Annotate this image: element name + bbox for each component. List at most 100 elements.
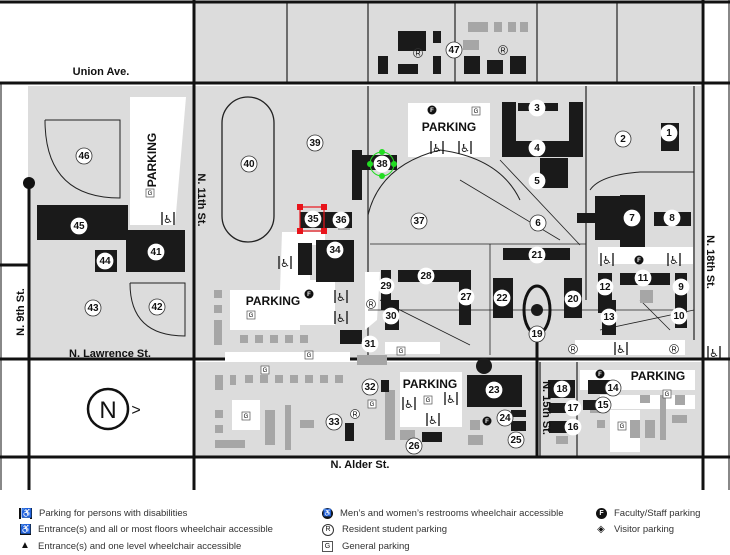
building-marker-circle[interactable]: [528, 139, 546, 157]
building-marker-40[interactable]: 40: [240, 155, 258, 173]
building-marker-circle[interactable]: [457, 288, 475, 306]
building-marker-circle[interactable]: [147, 243, 165, 261]
resize-handle[interactable]: [297, 204, 303, 210]
building-marker-32[interactable]: 32: [361, 378, 379, 396]
building-marker-circle[interactable]: [614, 130, 632, 148]
building-marker-circle[interactable]: [361, 378, 379, 396]
building-marker-30[interactable]: 30: [382, 307, 400, 325]
building-marker-45[interactable]: 45: [70, 217, 88, 235]
building-marker-46[interactable]: 46: [75, 147, 93, 165]
resize-handle[interactable]: [321, 228, 327, 234]
resize-handle[interactable]: [321, 204, 327, 210]
building-marker-circle[interactable]: [528, 325, 546, 343]
building-marker-circle[interactable]: [493, 289, 511, 307]
building-marker-20[interactable]: 20: [564, 290, 582, 308]
building-marker-5[interactable]: 5: [528, 172, 546, 190]
building-marker-13[interactable]: 13: [600, 308, 618, 326]
building-marker-15[interactable]: 15: [594, 396, 612, 414]
building-marker-39[interactable]: 39: [306, 134, 324, 152]
building-marker-33[interactable]: 33: [325, 413, 343, 431]
building-marker-circle[interactable]: [672, 278, 690, 296]
building-marker-14[interactable]: 14: [604, 379, 622, 397]
building-marker-circle[interactable]: [564, 290, 582, 308]
building-marker-18[interactable]: 18: [553, 380, 571, 398]
building-marker-circle[interactable]: [84, 299, 102, 317]
building-marker-circle[interactable]: [148, 298, 166, 316]
resize-handle[interactable]: [297, 228, 303, 234]
building-marker-circle[interactable]: [75, 147, 93, 165]
building-marker-47[interactable]: 47: [445, 41, 463, 59]
building-marker-23[interactable]: 23: [485, 381, 503, 399]
building-marker-38[interactable]: 38: [373, 155, 391, 173]
building-marker-10[interactable]: 10: [670, 307, 688, 325]
building-marker-circle[interactable]: [604, 379, 622, 397]
building-marker-circle[interactable]: [485, 381, 503, 399]
building-marker-circle[interactable]: [594, 396, 612, 414]
building-marker-22[interactable]: 22: [493, 289, 511, 307]
building-marker-circle[interactable]: [240, 155, 258, 173]
building-marker-circle[interactable]: [96, 252, 114, 270]
building-marker-circle[interactable]: [70, 217, 88, 235]
building-marker-circle[interactable]: [670, 307, 688, 325]
building-marker-28[interactable]: 28: [417, 267, 435, 285]
building-marker-44[interactable]: 44: [96, 252, 114, 270]
building-marker-2[interactable]: 2: [614, 130, 632, 148]
building-marker-circle[interactable]: [553, 380, 571, 398]
building-marker-3[interactable]: 3: [528, 99, 546, 117]
building-marker-29[interactable]: 29: [377, 277, 395, 295]
building-marker-circle[interactable]: [410, 212, 428, 230]
building-marker-36[interactable]: 36: [332, 211, 350, 229]
building-marker-9[interactable]: 9: [672, 278, 690, 296]
building-marker-4[interactable]: 4: [528, 139, 546, 157]
building-marker-11[interactable]: 11: [634, 269, 652, 287]
building-marker-circle[interactable]: [325, 413, 343, 431]
building-marker-circle[interactable]: [528, 99, 546, 117]
building-marker-37[interactable]: 37: [410, 212, 428, 230]
building-marker-1[interactable]: 1: [660, 124, 678, 142]
building-marker-43[interactable]: 43: [84, 299, 102, 317]
building-marker-25[interactable]: 25: [507, 431, 525, 449]
building-marker-16[interactable]: 16: [564, 418, 582, 436]
building-marker-8[interactable]: 8: [663, 209, 681, 227]
building-marker-circle[interactable]: [373, 155, 391, 173]
building-marker-circle[interactable]: [529, 214, 547, 232]
building-marker-35[interactable]: 35: [304, 210, 322, 228]
building-marker-circle[interactable]: [326, 241, 344, 259]
building-marker-circle[interactable]: [528, 172, 546, 190]
building-marker-circle[interactable]: [564, 399, 582, 417]
building-marker-circle[interactable]: [600, 308, 618, 326]
building-marker-circle[interactable]: [332, 211, 350, 229]
building-marker-42[interactable]: 42: [148, 298, 166, 316]
building-marker-21[interactable]: 21: [528, 246, 546, 264]
building-marker-circle[interactable]: [377, 277, 395, 295]
building-marker-circle[interactable]: [507, 431, 525, 449]
building-marker-circle[interactable]: [361, 335, 379, 353]
selection-box-35[interactable]: [297, 204, 327, 234]
building-marker-circle[interactable]: [306, 134, 324, 152]
building-marker-17[interactable]: 17: [564, 399, 582, 417]
building-marker-circle[interactable]: [405, 437, 423, 455]
building-marker-31[interactable]: 31: [361, 335, 379, 353]
campus-map[interactable]: Union Ave. N. Lawrence St. N. Alder St. …: [0, 0, 730, 490]
highlight-ring-38[interactable]: [367, 149, 397, 179]
building-marker-26[interactable]: 26: [405, 437, 423, 455]
building-marker-circle[interactable]: [304, 210, 322, 228]
building-marker-34[interactable]: 34: [326, 241, 344, 259]
building-marker-circle[interactable]: [663, 209, 681, 227]
building-marker-circle[interactable]: [634, 269, 652, 287]
building-marker-circle[interactable]: [496, 409, 514, 427]
building-marker-circle[interactable]: [564, 418, 582, 436]
building-marker-circle[interactable]: [417, 267, 435, 285]
building-marker-19[interactable]: 19: [528, 325, 546, 343]
building-marker-7[interactable]: 7: [623, 209, 641, 227]
building-marker-24[interactable]: 24: [496, 409, 514, 427]
building-marker-circle[interactable]: [596, 278, 614, 296]
building-marker-6[interactable]: 6: [529, 214, 547, 232]
building-marker-circle[interactable]: [445, 41, 463, 59]
building-marker-27[interactable]: 27: [457, 288, 475, 306]
building-marker-41[interactable]: 41: [147, 243, 165, 261]
building-marker-12[interactable]: 12: [596, 278, 614, 296]
building-marker-circle[interactable]: [528, 246, 546, 264]
building-marker-circle[interactable]: [623, 209, 641, 227]
